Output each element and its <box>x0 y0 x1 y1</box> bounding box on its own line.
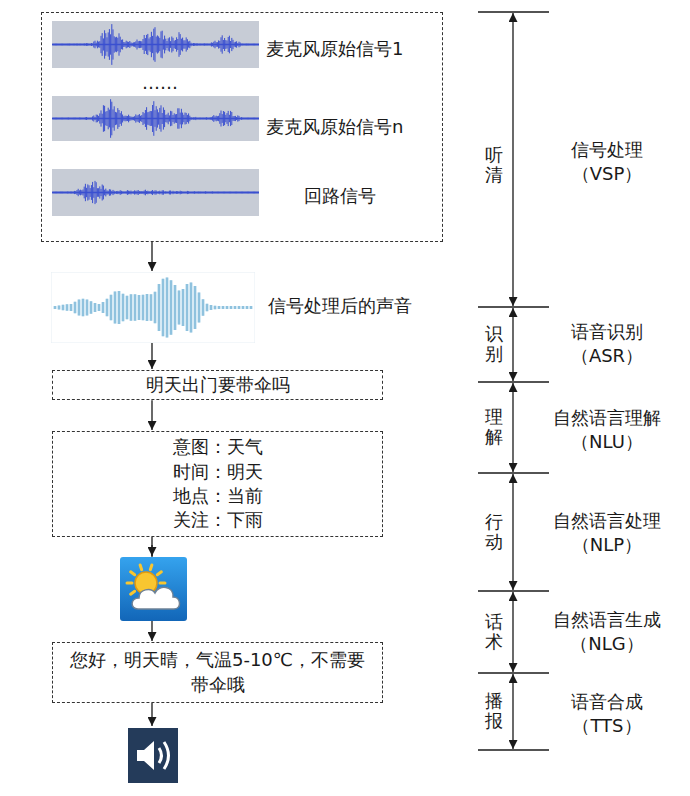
speaker-icon-tile <box>128 728 178 783</box>
node-text: 回路信号 <box>304 184 376 208</box>
node-text: 时间：明天 <box>173 460 263 484</box>
node-text: 麦克风原始信号n <box>266 115 403 139</box>
ellipsis-mark: …… <box>142 71 178 95</box>
waveform-background <box>52 96 259 141</box>
stage-span-arrow <box>512 674 513 749</box>
waveform-trace <box>53 181 258 204</box>
stage-tick <box>478 749 549 751</box>
speaker-cone <box>137 741 154 770</box>
stage-tick <box>478 306 549 308</box>
nlu-slot-box: 意图：天气时间：明天地点：当前关注：下雨 <box>52 431 383 537</box>
stage-label: 播报 <box>485 691 503 731</box>
flow-arrow <box>151 545 152 556</box>
sun-ray <box>127 582 132 585</box>
module-label: 自然语言生成 （NLG） <box>549 608 665 657</box>
waveform-background <box>52 169 259 216</box>
stage-tick <box>478 672 549 674</box>
waveform-background <box>52 21 259 68</box>
stage-span-arrow <box>512 592 513 672</box>
stage-tick <box>478 472 549 474</box>
module-label: 自然语言理解 （NLU） <box>549 406 665 455</box>
node-text: 明天出门要带伞吗 <box>146 373 290 397</box>
flow-arrow <box>151 703 152 726</box>
weather-icon <box>120 557 187 621</box>
flow-arrow <box>151 343 152 369</box>
stage-label: 话术 <box>485 612 503 652</box>
waveform-image <box>52 169 259 216</box>
node-text: 意图：天气 <box>173 435 263 459</box>
stage-label: 识别 <box>485 324 503 364</box>
waveform-image <box>52 21 259 68</box>
asr-text-box: 明天出门要带伞吗 <box>52 370 383 400</box>
flow-arrow <box>151 242 152 271</box>
weather-icon-tile <box>120 557 187 621</box>
stage-label: 理解 <box>485 407 503 447</box>
reply-text-box: 您好，明天晴，气温5-10℃，不需要带伞哦 <box>52 642 383 703</box>
sound-wave <box>159 748 162 763</box>
sun-ray <box>131 572 135 575</box>
waveform-trace <box>53 24 258 65</box>
signal-group-box: 麦克风原始信号1 …… 麦克风原始信号n 回路信号 <box>41 12 443 242</box>
stage-span-arrow <box>512 383 513 472</box>
stage-label: 听清 <box>485 145 503 185</box>
stage-span-arrow <box>512 474 513 590</box>
waveform-image <box>51 272 255 343</box>
sun-ray <box>140 565 142 570</box>
module-label: 信号处理 （VSP） <box>549 138 665 187</box>
speaker-icon <box>128 728 178 783</box>
waveform-axis <box>52 192 259 194</box>
sound-wave <box>164 742 169 769</box>
node-text: 信号处理后的声音 <box>268 294 412 318</box>
cloud-shape <box>132 587 179 609</box>
processed-signal: 信号处理后的声音 <box>51 272 443 343</box>
waveform-bars <box>55 278 251 338</box>
flow-arrow <box>151 400 152 430</box>
waveform-axis <box>52 44 259 46</box>
sun-ray <box>131 591 135 594</box>
sun-ray <box>160 582 165 585</box>
sun-ray <box>150 565 152 570</box>
node-text: 麦克风原始信号1 <box>266 37 403 61</box>
node-text: 关注：下雨 <box>173 508 263 532</box>
stage-tick <box>478 381 549 383</box>
stage-label: 行动 <box>485 512 503 552</box>
stage-span-arrow <box>512 13 513 306</box>
node-text: 您好，明天晴，气温5-10℃，不需要带伞哦 <box>67 648 368 697</box>
module-label: 自然语言处理 （NLP） <box>549 509 665 558</box>
sun-ray <box>157 572 161 575</box>
stage-tick <box>478 590 549 592</box>
waveform-background <box>51 272 255 343</box>
module-label: 语音识别 （ASR） <box>549 320 665 369</box>
module-label: 语音合成 （TTS） <box>549 690 665 739</box>
node-text: 地点：当前 <box>173 484 263 508</box>
waveform-glow <box>55 278 251 338</box>
waveform-trace <box>53 99 258 138</box>
waveform-image <box>52 96 259 141</box>
stage-tick <box>478 11 549 13</box>
waveform-axis <box>52 118 259 120</box>
stage-span-arrow <box>512 308 513 381</box>
